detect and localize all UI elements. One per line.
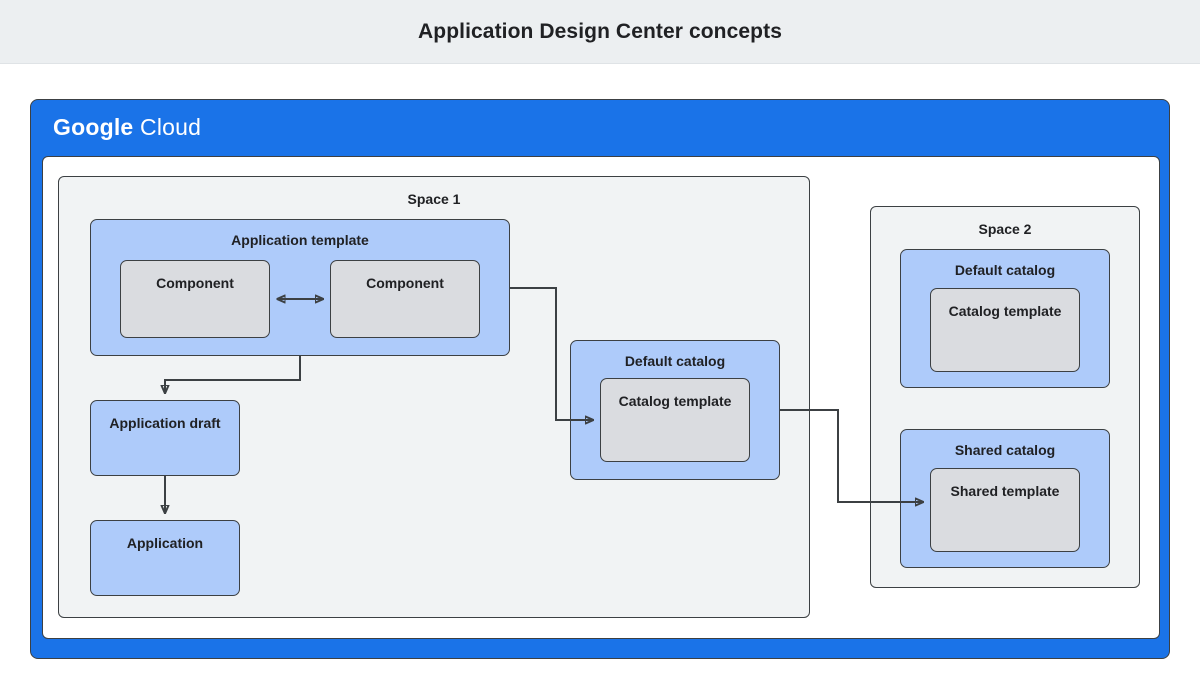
component-right-label: Component	[366, 275, 444, 291]
application-draft-label: Application draft	[109, 415, 221, 431]
shared-template-box[interactable]: Shared template	[930, 468, 1080, 552]
default-catalog-label-space2: Default catalog	[954, 262, 1056, 278]
component-box-right[interactable]: Component	[330, 260, 480, 338]
application-template-label: Application template	[231, 232, 369, 248]
shared-catalog-label: Shared catalog	[954, 442, 1056, 458]
space-1-label: Space 1	[407, 191, 461, 207]
catalog-template-box-space2[interactable]: Catalog template	[930, 288, 1080, 372]
application-draft-box[interactable]: Application draft	[90, 400, 240, 476]
application-label: Application	[126, 535, 204, 551]
title-banner: Application Design Center concepts	[0, 0, 1200, 64]
shared-template-label: Shared template	[950, 483, 1060, 499]
page-title: Application Design Center concepts	[418, 19, 782, 43]
google-cloud-logo: Google Cloud	[53, 114, 201, 141]
catalog-template-box-space1[interactable]: Catalog template	[600, 378, 750, 462]
default-catalog-label-space1: Default catalog	[624, 353, 726, 369]
catalog-template-label-space2: Catalog template	[948, 303, 1062, 319]
space-2-label: Space 2	[978, 221, 1032, 237]
google-cloud-logo-cloud: Cloud	[140, 114, 202, 140]
component-box-left[interactable]: Component	[120, 260, 270, 338]
google-cloud-logo-google: Google	[53, 114, 134, 140]
application-box[interactable]: Application	[90, 520, 240, 596]
catalog-template-label-space1: Catalog template	[618, 393, 732, 409]
component-left-label: Component	[156, 275, 234, 291]
